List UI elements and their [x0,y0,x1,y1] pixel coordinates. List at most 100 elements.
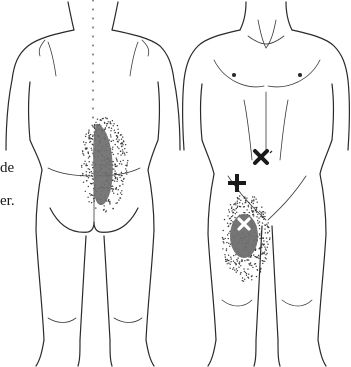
thigh-stipple-dot [264,212,265,213]
thigh-stipple-dot [266,237,267,238]
back-stipple-dot [104,205,105,206]
back-stipple-dot [116,187,117,188]
thigh-stipple-dot [262,253,263,254]
thigh-stipple-dot [243,268,244,269]
thigh-stipple-dot [227,223,228,224]
thigh-pain-core [230,214,258,258]
back-stipple-dot [112,149,113,150]
back-stipple-dot [102,118,103,119]
thigh-stipple-dot [264,261,265,262]
back-stipple-dot [116,138,117,139]
back-stipple-dot [80,175,81,176]
thigh-stipple-dot [237,201,238,202]
thigh-stipple-dot [256,208,257,209]
thigh-stipple-dot [259,247,260,248]
thigh-stipple-dot [269,237,270,238]
thigh-stipple-dot [237,260,238,261]
back-stipple-dot [120,151,121,152]
back-stipple-dot [86,176,87,177]
thigh-stipple-dot [256,266,257,267]
thigh-stipple-dot [231,220,232,221]
thigh-stipple-dot [266,224,267,225]
thigh-stipple-dot [258,222,259,223]
back-stipple-dot [88,186,89,187]
back-stipple-dot [105,127,106,128]
back-stipple-dot [115,188,116,189]
thigh-stipple-dot [261,213,262,214]
thigh-stipple-dot [229,246,230,247]
thigh-stipple-dot [256,207,257,208]
thigh-stipple-dot [259,225,260,226]
thigh-stipple-dot [251,200,252,201]
back-stipple-dot [88,153,89,154]
back-stipple-dot [91,183,92,184]
thigh-stipple-dot [228,262,229,263]
thigh-stipple-dot [222,237,223,238]
back-stipple-dot [111,141,112,142]
back-stipple-dot [122,153,123,154]
back-stipple-dot [88,138,89,139]
thigh-stipple-dot [262,252,263,253]
thigh-stipple-dot [238,263,239,264]
back-stipple-dot [115,165,116,166]
back-stipple-dot [88,175,89,176]
thigh-stipple-dot [251,202,252,203]
thigh-stipple-dot [228,225,229,226]
thigh-stipple-dot [240,273,241,274]
back-stipple-dot [121,163,122,164]
thigh-stipple-dot [233,267,234,268]
thigh-stipple-dot [258,258,259,259]
back-stipple-dot [121,180,122,181]
thigh-stipple-dot [224,219,225,220]
thigh-stipple-dot [263,216,264,217]
thigh-stipple-dot [242,203,243,204]
back-stipple-dot [92,136,93,137]
thigh-stipple-dot [226,250,227,251]
back-stipple-dot [122,184,123,185]
back-stipple-dot [91,173,92,174]
thigh-stipple-dot [263,219,264,220]
back-stipple-dot [104,122,105,123]
back-stipple-dot [91,171,92,172]
back-stipple-dot [108,121,109,122]
thigh-stipple-dot [245,201,246,202]
thigh-stipple-dot [255,198,256,199]
back-stipple-dot [108,199,109,200]
back-stipple-dot [94,124,95,125]
thigh-stipple-dot [255,210,256,211]
thigh-stipple-dot [256,276,257,277]
back-stipple-dot [110,136,111,137]
back-stipple-dot [88,133,89,134]
thigh-stipple-dot [251,210,252,211]
thigh-stipple-dot [234,269,235,270]
back-stipple-dot [85,136,86,137]
thigh-stipple-dot [249,265,250,266]
spine-marker: ˅ [91,53,95,62]
thigh-stipple-dot [225,256,226,257]
back-stipple-dot [81,165,82,166]
thigh-stipple-dot [260,256,261,257]
thigh-stipple-dot [242,280,243,281]
thigh-stipple-dot [237,198,238,199]
thigh-stipple-dot [223,239,224,240]
back-stipple-dot [84,144,85,145]
spine-marker: ˅ [91,26,95,35]
back-stipple-dot [116,177,117,178]
thigh-stipple-dot [235,213,236,214]
thigh-stipple-dot [267,247,268,248]
back-stipple-dot [86,134,87,135]
thigh-stipple-dot [264,251,265,252]
thigh-stipple-dot [263,211,264,212]
thigh-stipple-dot [257,202,258,203]
thigh-stipple-dot [262,222,263,223]
thigh-stipple-dot [250,262,251,263]
back-stipple-dot [119,163,120,164]
thigh-stipple-dot [263,214,264,215]
thigh-stipple-dot [235,264,236,265]
back-stipple-dot [82,175,83,176]
back-stipple-dot [125,168,126,169]
back-stipple-dot [83,182,84,183]
thigh-stipple-dot [227,259,228,260]
back-stipple-dot [106,118,107,119]
back-stipple-dot [123,179,124,180]
